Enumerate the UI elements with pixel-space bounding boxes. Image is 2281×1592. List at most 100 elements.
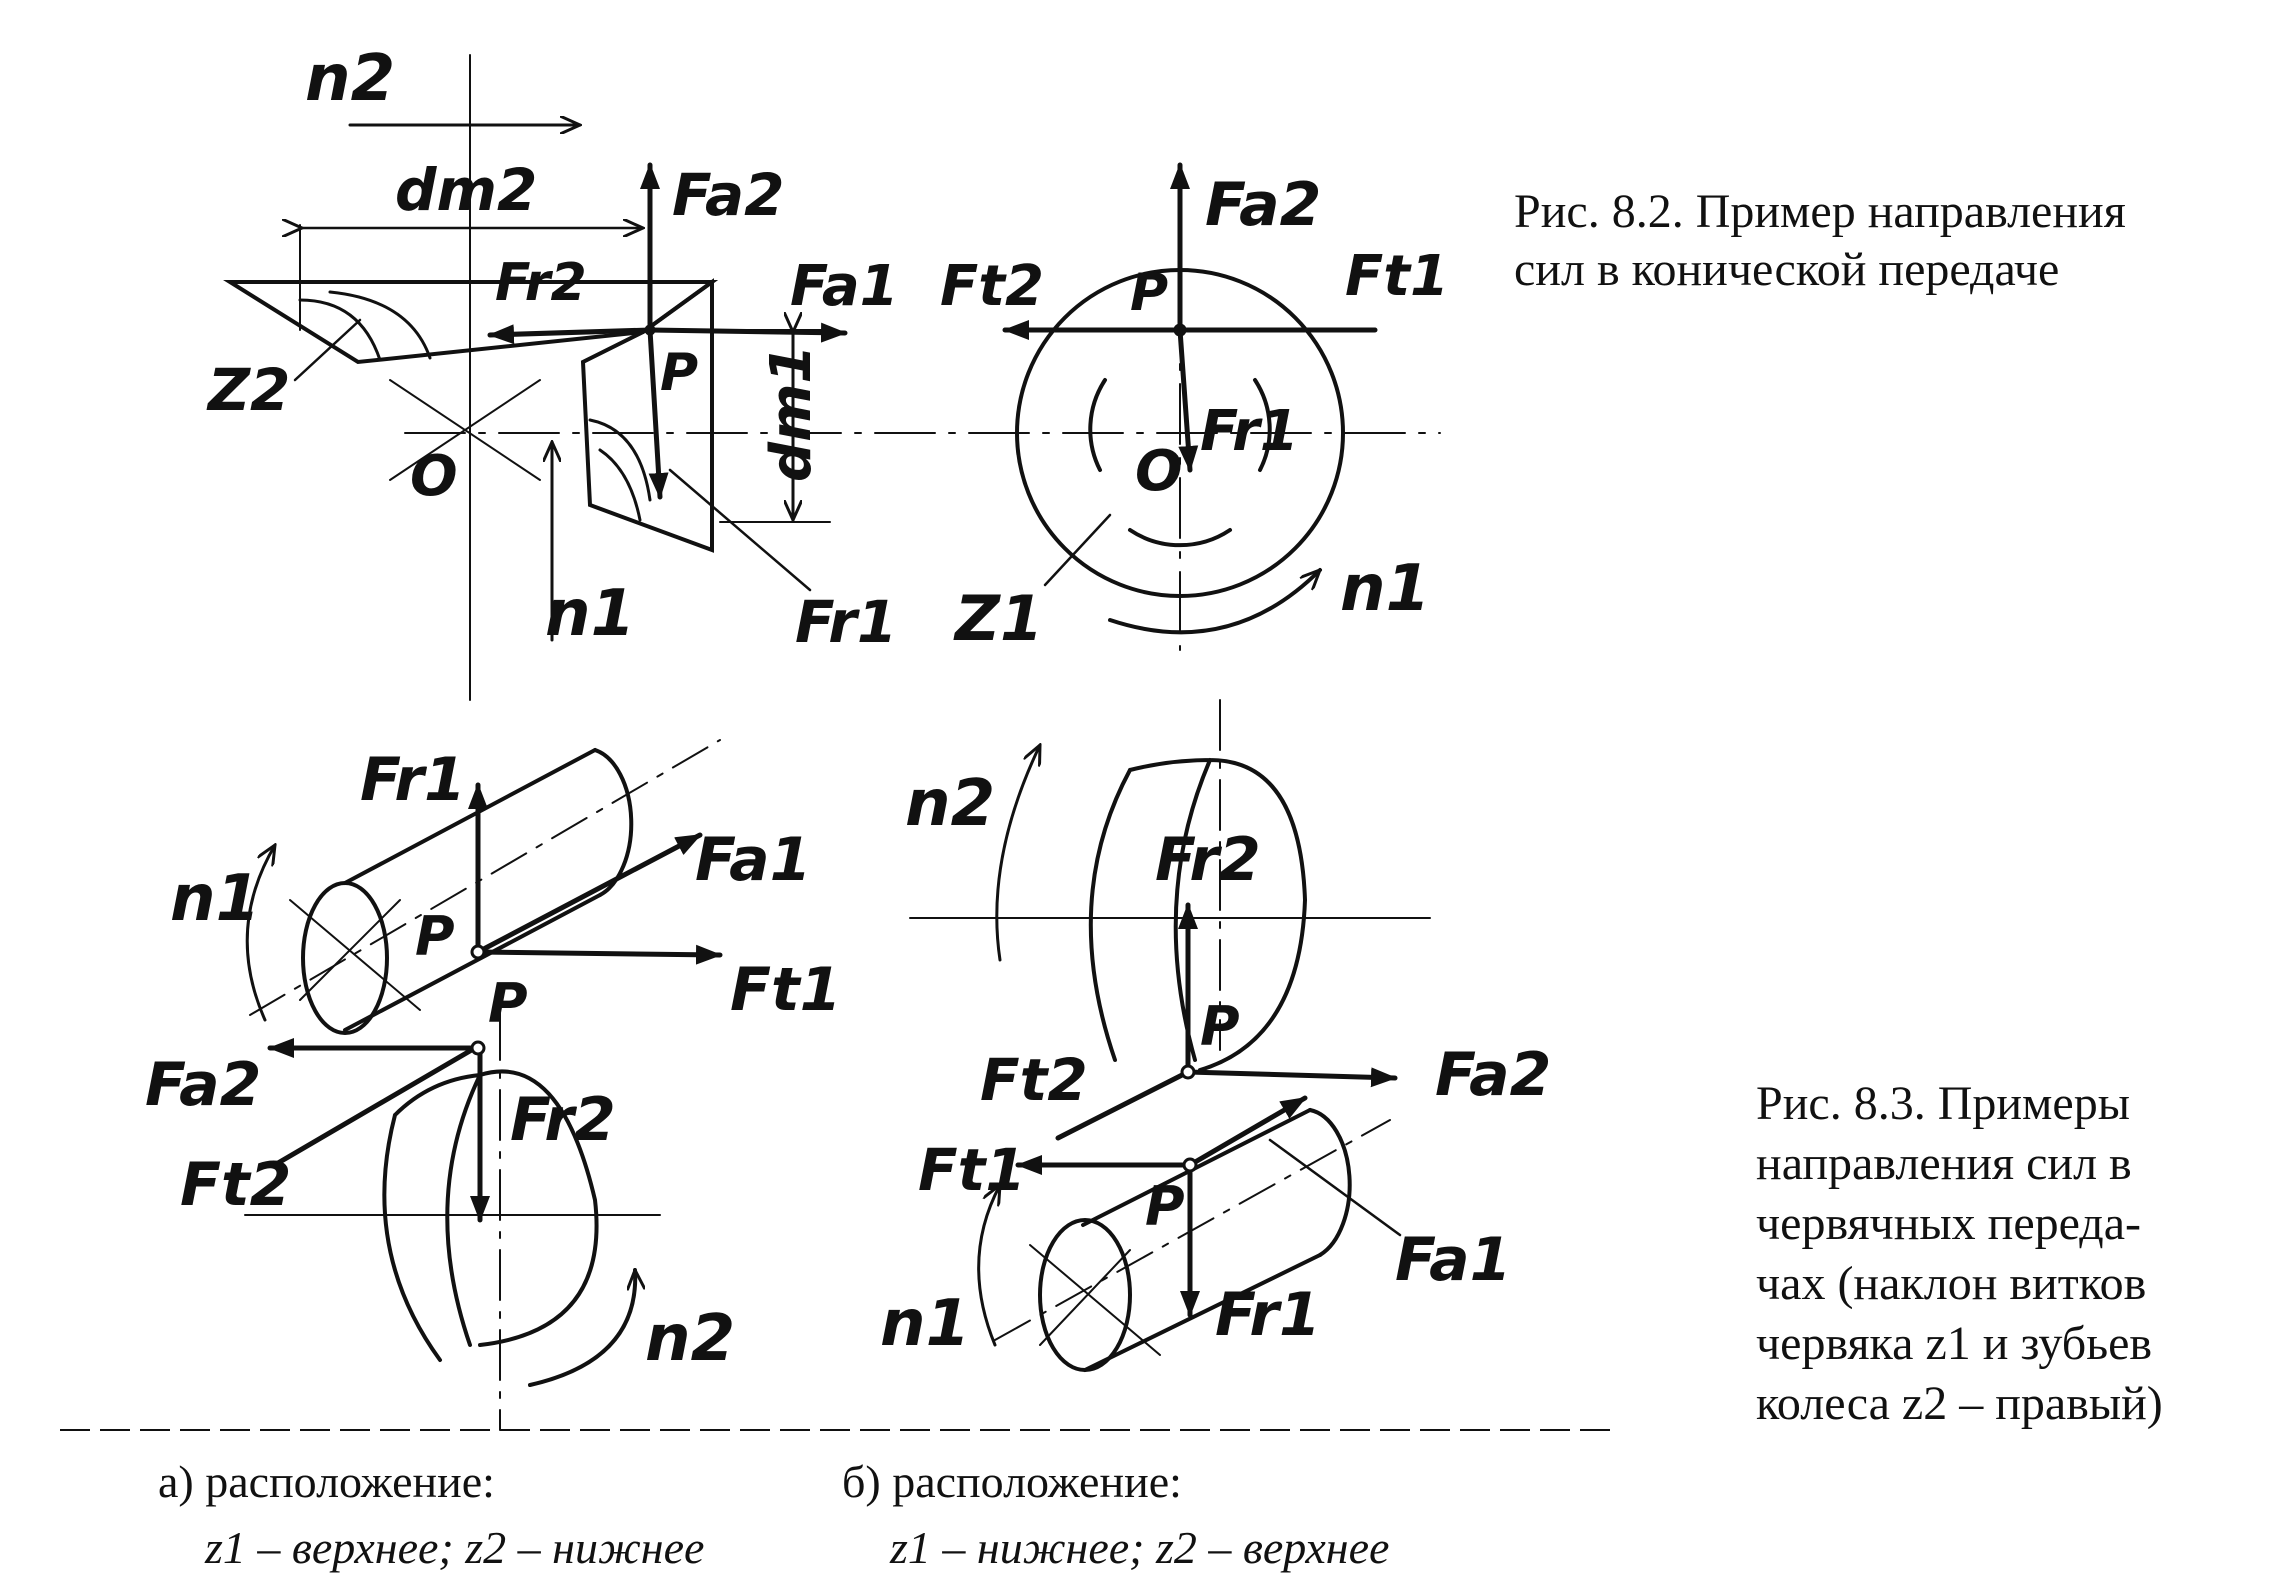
worm-b-far-end <box>1308 1108 1352 1257</box>
b-label-p: P <box>1200 995 1240 1058</box>
b-label-fa1: Fa1 <box>1395 1225 1511 1295</box>
subcaption-b-detail: z1 – нижнее; z2 – верхнее <box>890 1522 1390 1573</box>
worm-b-end-face <box>1038 1218 1132 1372</box>
label-z2: Z2 <box>206 356 290 424</box>
gear-inner-arcs <box>1088 378 1272 548</box>
worm-a-cross <box>289 899 421 1011</box>
worm-a-end-face <box>301 881 389 1035</box>
a-label-ft1: Ft1 <box>730 955 841 1025</box>
wheel-b-n2-arrow <box>995 745 1040 962</box>
caption-fig-8-2: Рис. 8.2. Пример направления сил в конич… <box>1514 183 2274 298</box>
gear2-teeth-arc <box>298 290 432 362</box>
label-fr2: Fr2 <box>495 253 587 313</box>
worm-a-axis <box>249 739 721 1016</box>
worm-a-ft1-arrow <box>475 944 723 965</box>
front-label-fr1: Fr1 <box>1200 399 1299 464</box>
b-label-n1: n1 <box>880 1287 970 1361</box>
front-label-z1: Z1 <box>953 582 1043 655</box>
front-point-p <box>1173 323 1187 337</box>
front-fr1-arrow <box>1177 327 1199 473</box>
worm-b-fa1-leader <box>1268 1138 1402 1237</box>
wheel-a-outline <box>382 1069 599 1362</box>
worm-b-n1-arrow <box>977 1185 1000 1347</box>
worm-a-body <box>343 748 602 1032</box>
worm-b-point-p <box>1182 1157 1198 1173</box>
fa1-arrow <box>647 322 848 343</box>
a-label-fa2: Fa2 <box>145 1050 261 1120</box>
front-label-n1: n1 <box>1340 552 1430 626</box>
bevel-gear-front-view <box>1002 162 1378 651</box>
worm-a-n1-arrow <box>245 845 275 1022</box>
label-fa1: Fa1 <box>790 254 899 319</box>
bevel-gear-side-labels: n2 dm2 Fa2 Fr2 Fa1 Z2 O P dm1 n1 Fr1 <box>206 42 899 656</box>
fr2-arrow <box>487 324 653 345</box>
gear1-teeth-arc <box>588 418 652 522</box>
wheel-a-point-p <box>470 1040 486 1056</box>
fr1-arrow <box>647 327 669 500</box>
front-label-ft1: Ft1 <box>1345 244 1449 309</box>
z1-leader <box>1043 513 1112 587</box>
label-p: P <box>660 343 698 403</box>
caption-fig-8-3-line4: чах (наклон витков <box>1756 1257 2147 1310</box>
caption-fig-8-3-line2: направления сил в <box>1756 1137 2132 1190</box>
a-label-fr2: Fr2 <box>510 1085 616 1155</box>
z2-leader <box>293 318 362 382</box>
worm-a-fa1-arrow <box>475 832 703 955</box>
b-label-n2: n2 <box>905 767 995 841</box>
subcaption-b: б) расположение: <box>842 1456 1182 1507</box>
label-o: O <box>410 444 458 509</box>
label-dm2: dm2 <box>395 156 537 224</box>
front-label-fa2: Fa2 <box>1205 170 1321 240</box>
wheel-b-point-p <box>1180 1064 1196 1080</box>
caption-fig-8-3-line1: Рис. 8.3. Примеры <box>1756 1077 2130 1130</box>
label-fr1: Fr1 <box>795 588 897 656</box>
subcaption-a-detail: z1 – верхнее; z2 – нижнее <box>205 1522 705 1573</box>
worm-a-point-p <box>470 944 486 960</box>
wheel-a-ft2-arrow <box>275 1045 478 1166</box>
subcaption-a: а) расположение: <box>158 1456 495 1507</box>
label-n1: n1 <box>545 577 635 651</box>
wheel-a-n2-arrow <box>528 1270 635 1387</box>
label-dm1: dm1 <box>759 345 824 482</box>
worm-b-cross <box>1029 1244 1161 1356</box>
label-n2: n2 <box>305 42 395 116</box>
b-label-fa2: Fa2 <box>1435 1040 1551 1110</box>
a-label-n2: n2 <box>645 1302 735 1376</box>
wheel-b-ft2-arrow <box>1055 1069 1191 1141</box>
a-label-p: P <box>415 905 455 968</box>
a-label-p2: P <box>488 972 528 1035</box>
front-label-o: O <box>1135 439 1183 504</box>
b-label-fr1: Fr1 <box>1215 1280 1321 1350</box>
b-label-fr2: Fr2 <box>1155 825 1261 895</box>
a-label-n1: n1 <box>170 862 260 936</box>
point-p <box>644 324 656 336</box>
front-label-p: P <box>1130 263 1168 323</box>
a-label-fa1: Fa1 <box>695 825 811 895</box>
wheel-b-outline <box>1088 758 1308 1072</box>
wheel-b-fa2-arrow <box>1185 1067 1398 1088</box>
caption-fig-8-3-line3: червячных переда- <box>1756 1197 2142 1250</box>
worm-drive-b <box>909 699 1431 1372</box>
label-fa2: Fa2 <box>672 161 784 229</box>
b-label-p2: P <box>1145 1175 1185 1238</box>
caption-fig-8-3-line6: колеса z2 – правый) <box>1756 1377 2163 1430</box>
b-label-ft2: Ft2 <box>980 1046 1088 1114</box>
caption-fig-8-2-line1: Рис. 8.2. Пример направления <box>1514 185 2126 238</box>
worm-b-fa1-arrow <box>1187 1095 1308 1168</box>
center-cross <box>389 379 541 481</box>
gear1-body <box>580 278 714 553</box>
caption-fig-8-3-line5: червяка z1 и зубьев <box>1756 1317 2153 1370</box>
fr1-leader <box>668 468 812 592</box>
worm-drive-a-labels: Fr1 Fa1 n1 P Ft1 P Fa2 Ft2 Fr2 n2 <box>145 745 841 1376</box>
n1-rotation-arrow <box>1108 570 1320 635</box>
caption-fig-8-3: Рис. 8.3. Примеры направления сил в черв… <box>1756 1074 2176 1434</box>
a-label-fr1: Fr1 <box>360 745 466 815</box>
worm-drive-b-labels: n2 Fr2 P Ft2 Fa2 Ft1 P Fa1 n1 Fr1 <box>880 767 1551 1361</box>
b-label-ft1: Ft1 <box>918 1136 1026 1204</box>
caption-fig-8-2-line2: сил в конической передаче <box>1514 242 2060 296</box>
worm-drive-a <box>244 739 723 1431</box>
bevel-gear-front-labels: Fa2 Ft2 P Ft1 Fr1 O Z1 n1 <box>940 170 1449 655</box>
front-label-ft2: Ft2 <box>940 254 1044 319</box>
bevel-gear-side-view <box>223 54 1441 701</box>
